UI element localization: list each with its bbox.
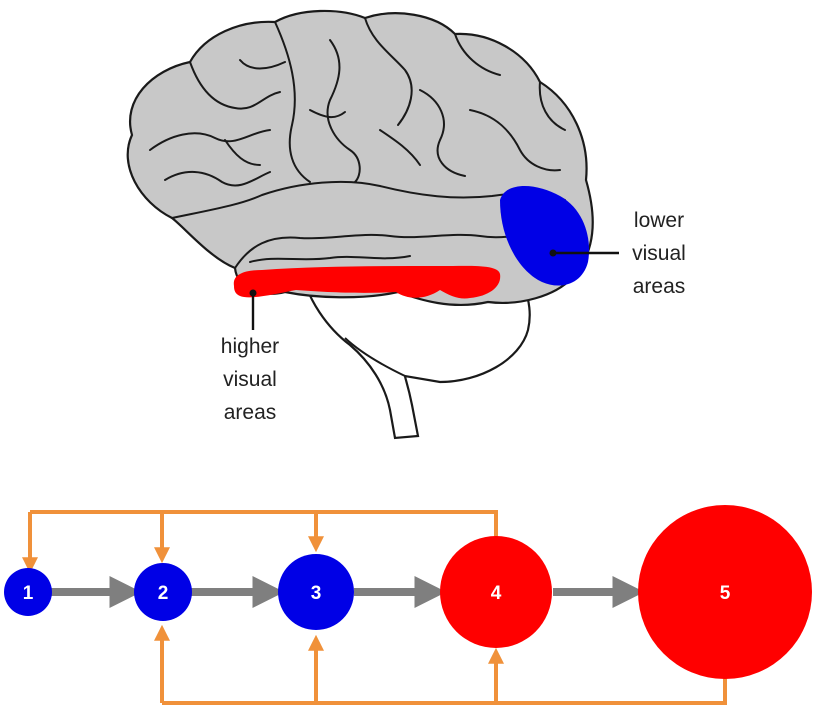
lower-label-line-2: visual [632,242,686,265]
feedback-top [22,510,498,574]
lower-visual-area [500,185,590,286]
node-5-label: 5 [720,583,731,604]
higher-label-line-1: higher [221,335,279,358]
node-2-label: 2 [158,583,169,604]
feedback-top-main [30,510,498,542]
node-2: 2 [134,563,192,621]
node-1-label: 1 [23,583,34,604]
node-2-circle [134,563,192,621]
cerebellum-edge [344,337,406,377]
node-3-label: 3 [311,583,322,604]
node-1-circle [4,568,52,616]
cerebral-cortex [126,9,594,306]
node-1: 1 [4,568,52,616]
node-5: 5 [638,505,812,679]
hierarchy-diagram: 1 2 3 4 5 [4,505,812,705]
node-4: 4 [440,536,552,648]
higher-label-line-2: visual [223,368,277,391]
node-4-label: 4 [491,583,502,604]
brain-illustration: lower visual areas higher visual areas [126,9,686,440]
higher-label-dot [249,289,257,297]
lower-label-line-1: lower [634,209,684,232]
higher-visual-area [233,265,501,299]
cortex-folds [149,17,566,269]
lower-label-dot [549,249,557,257]
node-5-circle [638,505,812,679]
feedback-bottom [154,624,727,705]
higher-label-line-3: areas [224,401,277,424]
lower-label-line-3: areas [633,275,686,298]
feedback-bottom-main [162,678,727,705]
node-4-circle [440,536,552,648]
node-3: 3 [278,554,354,630]
node-3-circle [278,554,354,630]
